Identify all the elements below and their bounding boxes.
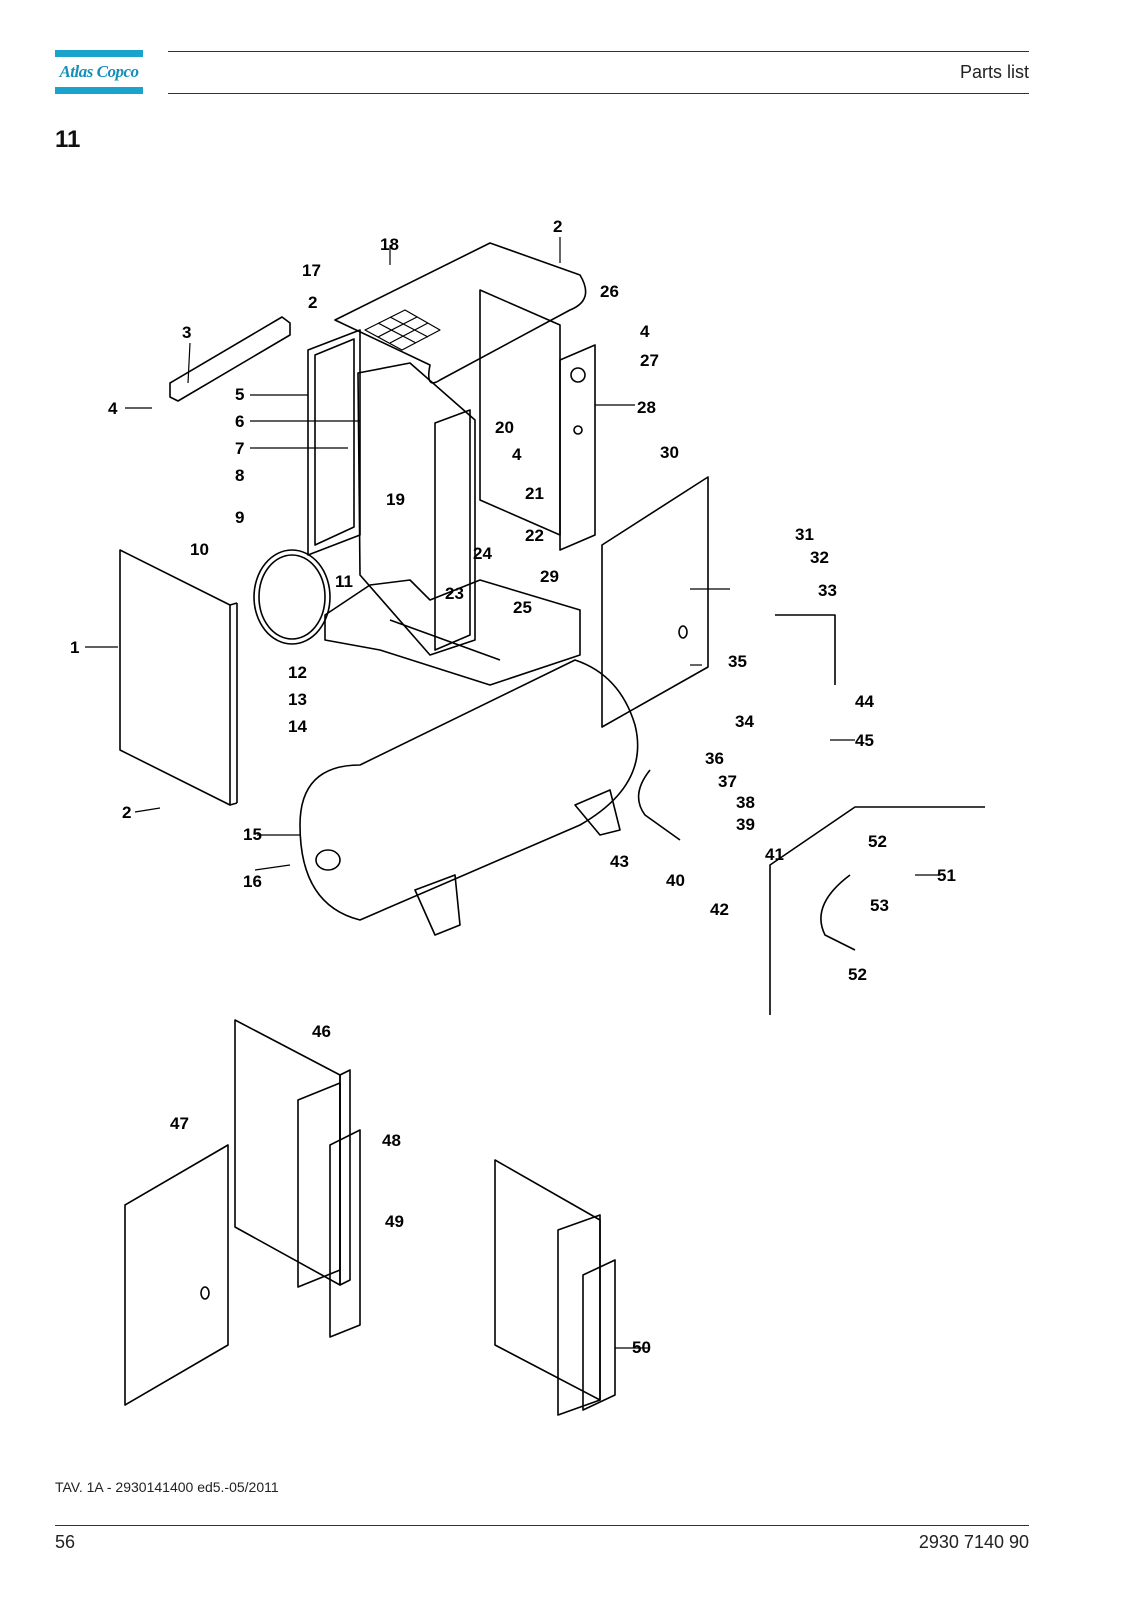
callout-label: 23 [445, 584, 464, 603]
callout-labels: 1 2 2 2 2 3 4 4 4 5 6 7 8 9 10 11 12 13 … [70, 217, 956, 1357]
callout-label: 12 [288, 663, 307, 682]
callout-label: 17 [302, 261, 321, 280]
section-number: 11 [55, 126, 81, 153]
callout-label: 1 [70, 638, 79, 657]
air-receiver-tank [299, 659, 639, 921]
callout-label: 45 [855, 731, 874, 750]
callout-label: 41 [765, 845, 784, 864]
callout-label: 11 [335, 572, 353, 591]
callout-label: 51 [937, 866, 956, 885]
header-bottom-rule [168, 93, 1029, 94]
side-panel-right [601, 476, 709, 728]
callout-label: 14 [288, 717, 307, 736]
callout-label: 2 [553, 217, 562, 236]
logo-text: Atlas Copco [59, 62, 139, 81]
callout-label: 52 [848, 965, 867, 984]
callout-label: 16 [243, 872, 262, 891]
air-duct [357, 362, 476, 656]
callout-label: 7 [235, 439, 244, 458]
callout-label: 37 [718, 772, 737, 791]
callout-label: 4 [640, 322, 650, 341]
logo-top-bar [55, 50, 143, 57]
callout-label: 36 [705, 749, 724, 768]
callout-label: 42 [710, 900, 729, 919]
callout-label: 21 [525, 484, 544, 503]
control-strip-50 [582, 1259, 616, 1411]
door-panel-47 [124, 1144, 229, 1406]
page-title: Parts list [959, 62, 1029, 82]
callout-label: 44 [855, 692, 874, 711]
callout-label: 49 [385, 1212, 404, 1231]
callout-label: 47 [170, 1114, 189, 1133]
callout-label: 4 [108, 399, 118, 418]
footer-rule [55, 1525, 1029, 1526]
callout-label: 40 [666, 871, 685, 890]
callout-label: 43 [610, 852, 629, 871]
callout-label: 19 [386, 490, 405, 509]
side-panel-left [119, 549, 231, 806]
callout-label: 52 [868, 832, 887, 851]
callout-label: 38 [736, 793, 755, 812]
callout-label: 10 [190, 540, 209, 559]
exploded-parts-drawing: 1 2 2 2 2 3 4 4 4 5 6 7 8 9 10 11 12 13 … [70, 217, 985, 1416]
callout-label: 29 [540, 567, 559, 586]
callout-label: 32 [810, 548, 829, 567]
cabinet-frame-50 [494, 1159, 601, 1401]
callout-label: 15 [243, 825, 262, 844]
callout-label: 18 [380, 235, 399, 254]
callout-label: 46 [312, 1022, 331, 1041]
control-strip-49 [329, 1129, 361, 1338]
callout-label: 24 [473, 544, 492, 563]
callout-label: 26 [600, 282, 619, 301]
callout-label: 30 [660, 443, 679, 462]
callout-label: 8 [235, 466, 244, 485]
document-number: 2930 7140 90 [918, 1532, 1029, 1552]
logo-bottom-bar [55, 87, 143, 94]
callout-label: 39 [736, 815, 755, 834]
cabinet-frame-46 [234, 1019, 341, 1286]
callout-label: 2 [308, 293, 317, 312]
callout-label: 4 [512, 445, 522, 464]
callout-label: 13 [288, 690, 307, 709]
callout-label: 22 [525, 526, 544, 545]
callout-label: 9 [235, 508, 244, 527]
callout-label: 27 [640, 351, 659, 370]
top-cover [334, 242, 587, 384]
header-top-rule [168, 51, 1029, 52]
callout-label: 33 [818, 581, 837, 600]
callout-label: 2 [122, 803, 131, 822]
callout-label: 35 [728, 652, 747, 671]
callout-label: 31 [795, 525, 814, 544]
callout-label: 53 [870, 896, 889, 915]
callout-label: 48 [382, 1131, 401, 1150]
callout-label: 20 [495, 418, 514, 437]
callout-label: 28 [637, 398, 656, 417]
document-reference: TAV. 1A - 2930141400 ed5.-05/2011 [55, 1479, 279, 1495]
callout-label: 34 [735, 712, 754, 731]
control-panel-bracket [559, 344, 596, 551]
atlas-copco-logo: Atlas Copco [55, 50, 143, 94]
page-number: 56 [55, 1532, 76, 1552]
callout-label: 6 [235, 412, 244, 431]
callout-label: 5 [235, 385, 244, 404]
support-bar [169, 316, 291, 402]
callout-label: 3 [182, 323, 191, 342]
callout-label: 25 [513, 598, 532, 617]
